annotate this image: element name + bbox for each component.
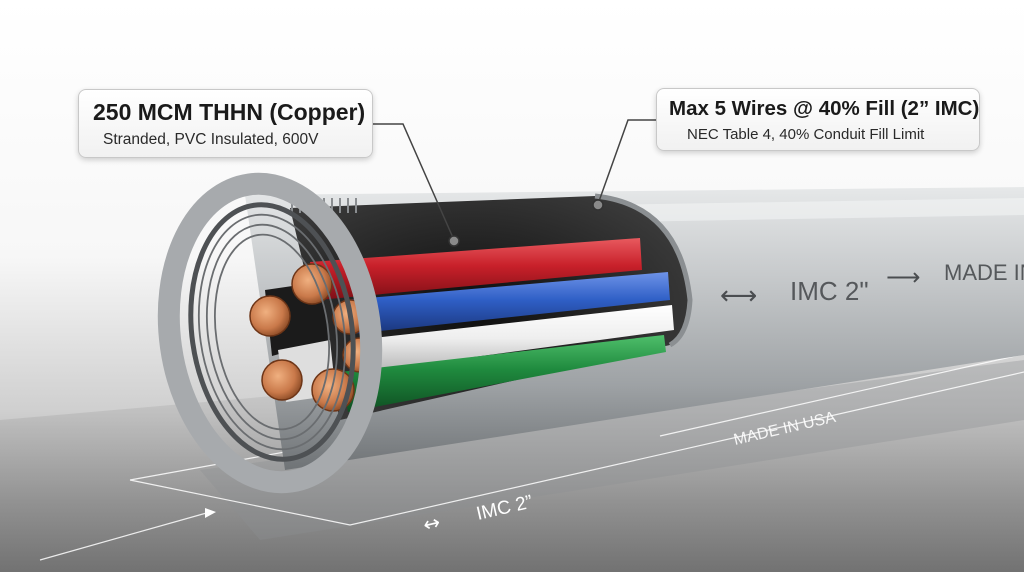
copper-strand-rear <box>261 359 303 401</box>
conductor-callout-title: 250 MCM THHN (Copper) <box>93 99 366 125</box>
fill-callout-subtitle: NEC Table 4, 40% Conduit Fill Limit <box>687 126 925 143</box>
fill-callout: Max 5 Wires @ 40% Fill (2” IMC) NEC Tabl… <box>656 88 980 151</box>
wire-blue <box>345 272 670 334</box>
wire-green <box>340 335 666 412</box>
copper-strand-black <box>249 295 291 337</box>
conduit-opening-inner <box>188 202 356 462</box>
conduit-highlight <box>600 198 1024 222</box>
internal-threads <box>197 213 347 451</box>
conductor-callout-subtitle: Stranded, PVC Insulated, 600V <box>103 131 319 148</box>
conduit-origin-label: MADE IN USA <box>944 260 1024 285</box>
fill-callout-title: Max 5 Wires @ 40% Fill (2” IMC) <box>669 97 980 120</box>
cutaway-edge <box>594 193 693 348</box>
leader-dot-fill <box>592 199 604 211</box>
floor-arrow-double: ↔ <box>421 510 443 537</box>
conduit-opening-outer <box>157 172 383 494</box>
floor-reflection <box>200 360 1024 540</box>
conduit-arrow-right: ⟶ <box>886 263 920 291</box>
conduit-arrow-double: ⟷ <box>720 281 757 311</box>
wire-red <box>310 238 642 300</box>
leader-line-conductor <box>373 123 455 241</box>
floor-arrowhead <box>205 508 216 518</box>
conduit-size-label: IMC 2ʺ <box>790 276 869 306</box>
leader-dot-conductor <box>448 235 460 247</box>
conductor-callout: 250 MCM THHN (Copper) Stranded, PVC Insu… <box>78 89 373 158</box>
wire-white <box>355 305 674 372</box>
leader-line-fill <box>597 119 656 205</box>
